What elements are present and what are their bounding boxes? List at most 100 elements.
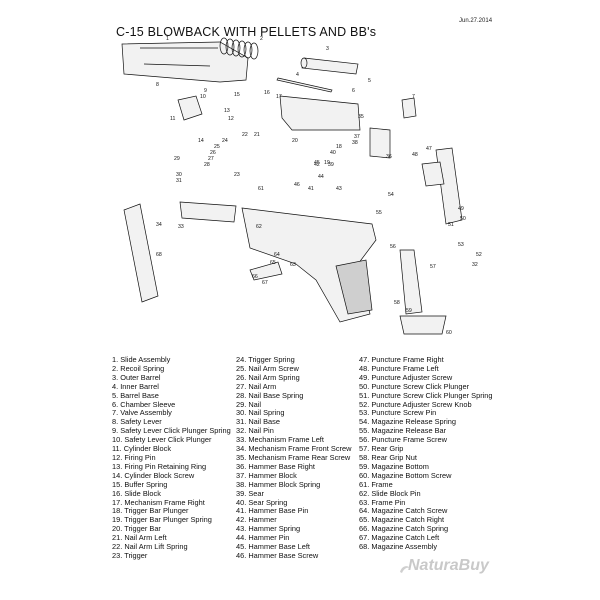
legend-item: 14. Cylinder Block Screw	[112, 470, 231, 481]
diagram-title: C-15 BLOWBACK WITH PELLETS AND BB's	[116, 25, 377, 39]
legend-item-name: Nail Arm	[246, 381, 277, 391]
callout-47: 47	[426, 146, 432, 152]
legend-item: 12. Firing Pin	[112, 453, 231, 463]
legend-item: 7. Valve Assembly	[112, 408, 231, 418]
legend-item-name: Nail Arm Spring	[246, 372, 300, 382]
legend-item-number: 31.	[236, 417, 247, 427]
legend-item-name: Puncture Frame Right	[369, 355, 444, 364]
legend-item-number: 20.	[112, 524, 123, 534]
callout-44: 44	[318, 174, 324, 180]
callout-5: 5	[368, 78, 371, 84]
legend-item-number: 25.	[236, 363, 247, 373]
legend-item-number: 4.	[112, 381, 119, 391]
legend-item-number: 15.	[112, 479, 123, 489]
grip-panel-shape	[335, 259, 373, 315]
legend-item: 61. Frame	[359, 480, 493, 490]
legend-item-number: 49.	[359, 372, 370, 382]
legend-item-name: Puncture Screw Pin	[369, 408, 437, 418]
mechanism-frame-right-shape	[279, 95, 361, 131]
legend-item-name: Buffer Spring	[122, 479, 168, 489]
legend-item-name: Safety Lever Click Plunger	[122, 435, 212, 445]
legend-item-number: 45.	[236, 542, 247, 552]
legend-item-number: 60.	[359, 470, 370, 480]
callout-37: 37	[354, 134, 360, 140]
callout-10: 10	[200, 94, 206, 100]
legend-item: 29. Nail	[236, 400, 351, 410]
legend-item-name: Nail Arm Screw	[246, 363, 299, 373]
legend-item-number: 35.	[236, 452, 247, 462]
legend-item: 27. Nail Arm	[236, 381, 351, 392]
watermark-text: NaturaBuy	[408, 557, 489, 574]
legend-item-name: Rear Grip Nut	[369, 452, 417, 462]
legend-item-name: Trigger Spring	[246, 355, 295, 364]
callout-40: 40	[330, 150, 336, 156]
legend-item: 3. Outer Barrel	[112, 372, 231, 383]
callout-34: 34	[156, 222, 162, 228]
callout-16: 16	[264, 90, 270, 96]
legend-item-name: Valve Assembly	[118, 408, 172, 418]
legend-item-number: 43.	[236, 524, 247, 534]
callout-68: 68	[156, 252, 162, 258]
legend-item-number: 13.	[112, 461, 123, 471]
callout-39: 39	[328, 162, 334, 168]
legend-item-number: 11.	[112, 444, 122, 454]
callout-18: 18	[336, 144, 342, 150]
legend-item-number: 42.	[236, 515, 247, 525]
legend-item: 19. Trigger Bar Plunger Spring	[112, 515, 231, 525]
legend-item-number: 48.	[359, 363, 370, 373]
legend-item: 21. Nail Arm Left	[112, 533, 231, 543]
legend-item-name: Trigger Bar	[122, 524, 161, 534]
legend-item-number: 23.	[112, 550, 123, 560]
legend-item-number: 64.	[359, 506, 370, 516]
callout-58: 58	[394, 300, 400, 306]
callout-35: 35	[358, 114, 364, 120]
callout-65: 65	[270, 260, 276, 266]
legend-item-name: Outer Barrel	[118, 372, 161, 382]
legend-item: 55. Magazine Release Bar	[359, 426, 493, 436]
legend-item-number: 14.	[112, 470, 123, 480]
callout-9: 9	[204, 88, 207, 94]
legend-item: 62. Slide Block Pin	[359, 489, 493, 499]
legend-item-name: Slide Block	[122, 488, 161, 498]
callout-20: 20	[292, 138, 298, 144]
callout-13: 13	[224, 108, 230, 114]
callout-8: 8	[156, 82, 159, 88]
legend-item-number: 52.	[359, 399, 370, 409]
legend-item: 9. Safety Lever Click Plunger Spring	[112, 426, 231, 436]
legend-item-name: Trigger Bar Plunger Spring	[122, 515, 212, 525]
legend-item-number: 68.	[359, 542, 370, 552]
legend-item: 63. Frame Pin	[359, 498, 493, 508]
legend-item-name: Trigger Bar Plunger	[122, 506, 189, 516]
legend-item-number: 67.	[359, 533, 370, 543]
legend-item-name: Sear Spring	[246, 497, 288, 507]
legend-item-name: Nail Base Spring	[246, 390, 304, 400]
callout-38: 38	[352, 140, 358, 146]
callout-53: 53	[458, 242, 464, 248]
slide-assembly-shape	[121, 41, 249, 83]
legend-item-name: Mechanism Frame Right	[122, 497, 205, 507]
legend-item: 36. Hammer Base Right	[236, 461, 351, 472]
legend-item-number: 32.	[236, 426, 247, 436]
legend-item-name: Magazine Catch Right	[369, 515, 445, 525]
magazine-bottom-shape	[399, 315, 447, 335]
legend-item: 68. Magazine Assembly	[359, 542, 493, 552]
legend-item: 22. Nail Arm Lift Spring	[112, 542, 231, 552]
legend-item-name: Nail Arm Lift Spring	[122, 542, 188, 552]
legend-item-number: 37.	[236, 470, 247, 480]
callout-1: 1	[166, 36, 169, 42]
legend-item-number: 19.	[112, 515, 123, 525]
legend-item: 49. Puncture Adjuster Screw	[359, 372, 493, 383]
legend-item: 1. Slide Assembly	[112, 355, 231, 365]
legend-item: 5. Barrel Base	[112, 390, 231, 401]
legend-item-name: Rear Grip	[369, 444, 404, 454]
legend-item-number: 3.	[112, 372, 119, 382]
legend-item-name: Hammer Base Right	[246, 461, 315, 471]
callout-32: 32	[472, 262, 478, 268]
legend-item: 60. Magazine Bottom Screw	[359, 470, 493, 481]
callout-29: 29	[174, 156, 180, 162]
callout-60: 60	[446, 330, 452, 336]
legend-item-name: Barrel Base	[118, 390, 159, 400]
legend-item-number: 39.	[236, 488, 247, 498]
legend-item-name: Sear	[246, 488, 264, 498]
